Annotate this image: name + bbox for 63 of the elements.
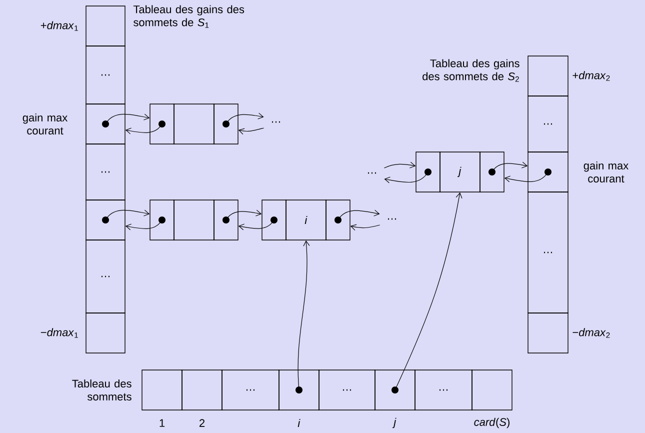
- table-cell: [86, 312, 126, 354]
- pointer-arrow: [238, 128, 264, 135]
- list-cell: [214, 104, 238, 144]
- table-caption: Tableau des gains des sommets de S$_{2}$: [422, 59, 520, 82]
- table-cell: [86, 104, 126, 144]
- pointer-arrow: [226, 210, 262, 220]
- table-cell: …: [86, 240, 126, 314]
- table-cell: [86, 6, 126, 46]
- list-cell: [214, 200, 238, 240]
- list-cell: [150, 200, 174, 240]
- bound-label: gain max courant: [584, 161, 628, 183]
- list-cell: [174, 200, 214, 240]
- table-cell: [528, 152, 568, 192]
- list-cell: j: [440, 152, 480, 192]
- table-cell: …: [414, 370, 472, 410]
- list-cell: [150, 104, 174, 144]
- table-cell: [182, 370, 222, 410]
- list-cell: i: [286, 200, 326, 240]
- table-cell: [528, 312, 568, 354]
- pointer-arrow: [384, 162, 416, 168]
- list-cell: [416, 152, 440, 192]
- table-cell: …: [528, 96, 568, 152]
- table-cell: …: [86, 46, 126, 104]
- pointer-arrow: [125, 124, 162, 134]
- pointer-arrow: [350, 224, 380, 231]
- table-cell: …: [222, 370, 280, 410]
- table-cell: [472, 370, 512, 410]
- table-cell: [86, 200, 126, 240]
- table-cell: [374, 370, 416, 410]
- pointer-arrow: [384, 172, 428, 184]
- bound-label: +dmax$_{1}$: [40, 21, 78, 31]
- pointer-arrow: [226, 112, 264, 124]
- bound-label: card(S): [474, 418, 510, 428]
- pointer-arrow: [238, 220, 274, 230]
- list-cell: [480, 152, 504, 192]
- ellipsis-text: …: [388, 218, 396, 220]
- pointer-arrow: [504, 172, 548, 182]
- bound-label: −dmax$_{1}$: [40, 328, 78, 338]
- list-cell: [326, 200, 350, 240]
- bound-label: 1: [160, 419, 165, 427]
- ellipsis-text: …: [272, 121, 280, 123]
- bound-label: +dmax$_{2}$: [572, 71, 610, 81]
- pointer-arrow: [125, 220, 162, 230]
- table-cell: [528, 56, 568, 96]
- pointer-arrow: [338, 210, 380, 220]
- table-cell: [142, 370, 182, 410]
- pointer-arrow: [105, 114, 150, 124]
- list-cell: [174, 104, 214, 144]
- bound-label: −dmax$_{2}$: [572, 328, 610, 338]
- bound-label: j: [392, 418, 396, 428]
- pointer-arrow: [105, 210, 150, 220]
- table-caption: Tableau des sommets: [72, 379, 132, 401]
- pointer-arrow: [492, 162, 528, 172]
- table-cell: …: [528, 192, 568, 314]
- bound-label: 2: [200, 419, 205, 427]
- list-cell: [262, 200, 286, 240]
- table-cell: …: [318, 370, 376, 410]
- ellipsis-text: …: [368, 172, 376, 174]
- table-caption: Tableau des gains des sommets de S$_{1}$: [133, 5, 244, 28]
- table-cell: …: [86, 144, 126, 200]
- table-cell: [278, 370, 320, 410]
- bound-label: i: [298, 419, 300, 427]
- bound-label: gain max courant: [22, 113, 68, 135]
